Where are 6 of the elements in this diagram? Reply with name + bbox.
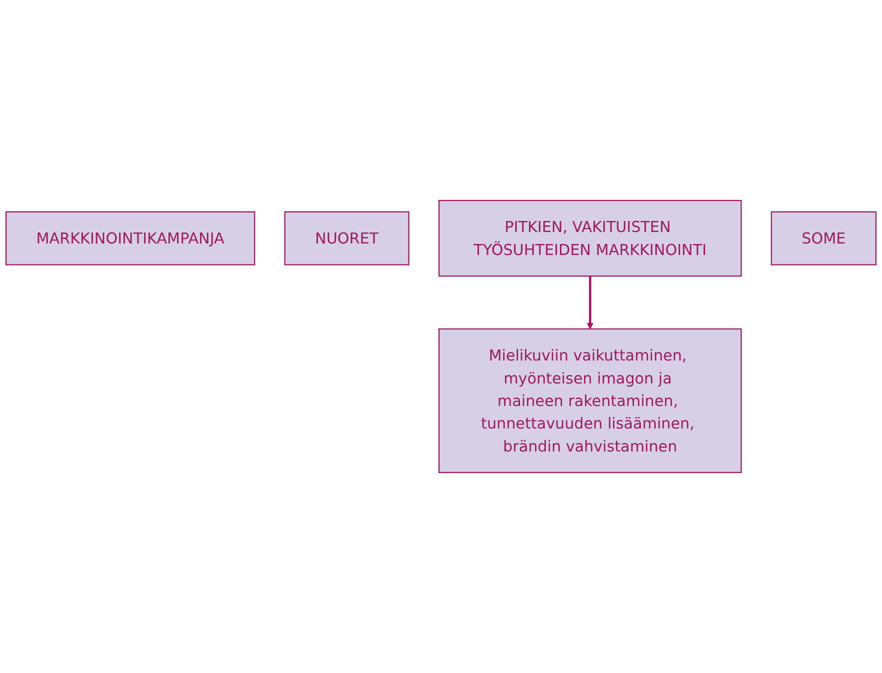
node-box: Mielikuviin vaikuttaminen, myönteisen imagon ja maineen rakentaminen, tunnettavuuden lisääminen, brändin vahvistaminen	[438, 328, 742, 474]
node-box: SOME	[770, 211, 877, 266]
arrow	[586, 276, 594, 330]
node-box: PITKIEN, VAKITUISTEN TYÖSUHTEIDEN MARKKINOINTI	[438, 200, 742, 277]
node-box: NUORET	[284, 211, 410, 266]
node-box: MARKKINOINTIKAMPANJA	[5, 211, 256, 266]
